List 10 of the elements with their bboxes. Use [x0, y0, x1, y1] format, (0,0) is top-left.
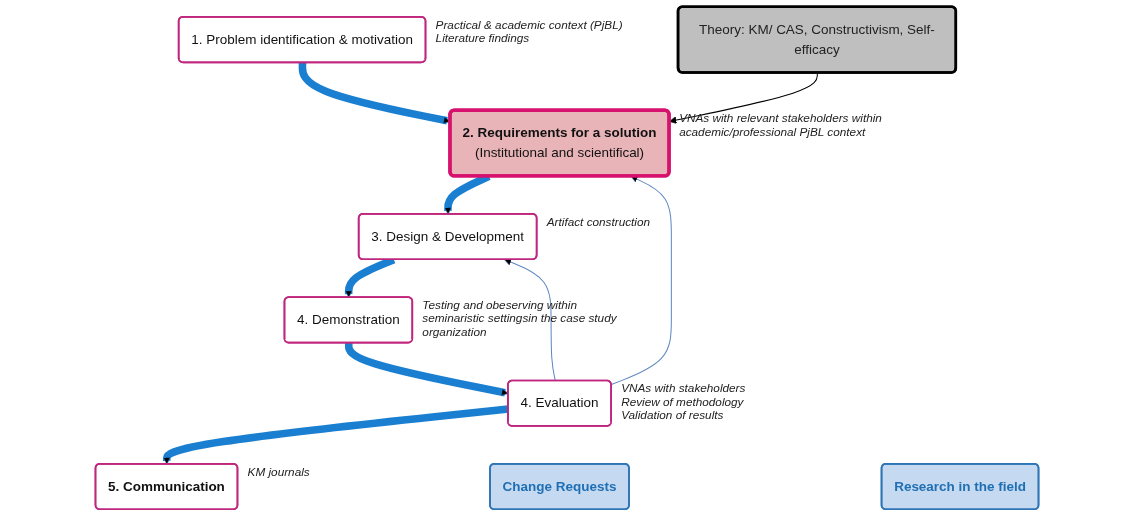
arrow	[162, 405, 509, 465]
annotation-text: KM journals	[247, 464, 310, 478]
annotation-text: Literature findings	[435, 31, 530, 45]
arrow	[504, 258, 556, 382]
annotation-text: Validation of results	[621, 408, 724, 422]
annotation-text: VNAs with stakeholders	[621, 381, 746, 395]
annotation-text: Testing and obeserving within seminaristic settingsin the case study organization	[422, 297, 617, 338]
annotation-text: Review of methodology	[621, 394, 744, 408]
annotation-text: Practical & academic context (PjBL)	[435, 17, 623, 31]
annotation-text: Artifact construction	[546, 214, 651, 228]
